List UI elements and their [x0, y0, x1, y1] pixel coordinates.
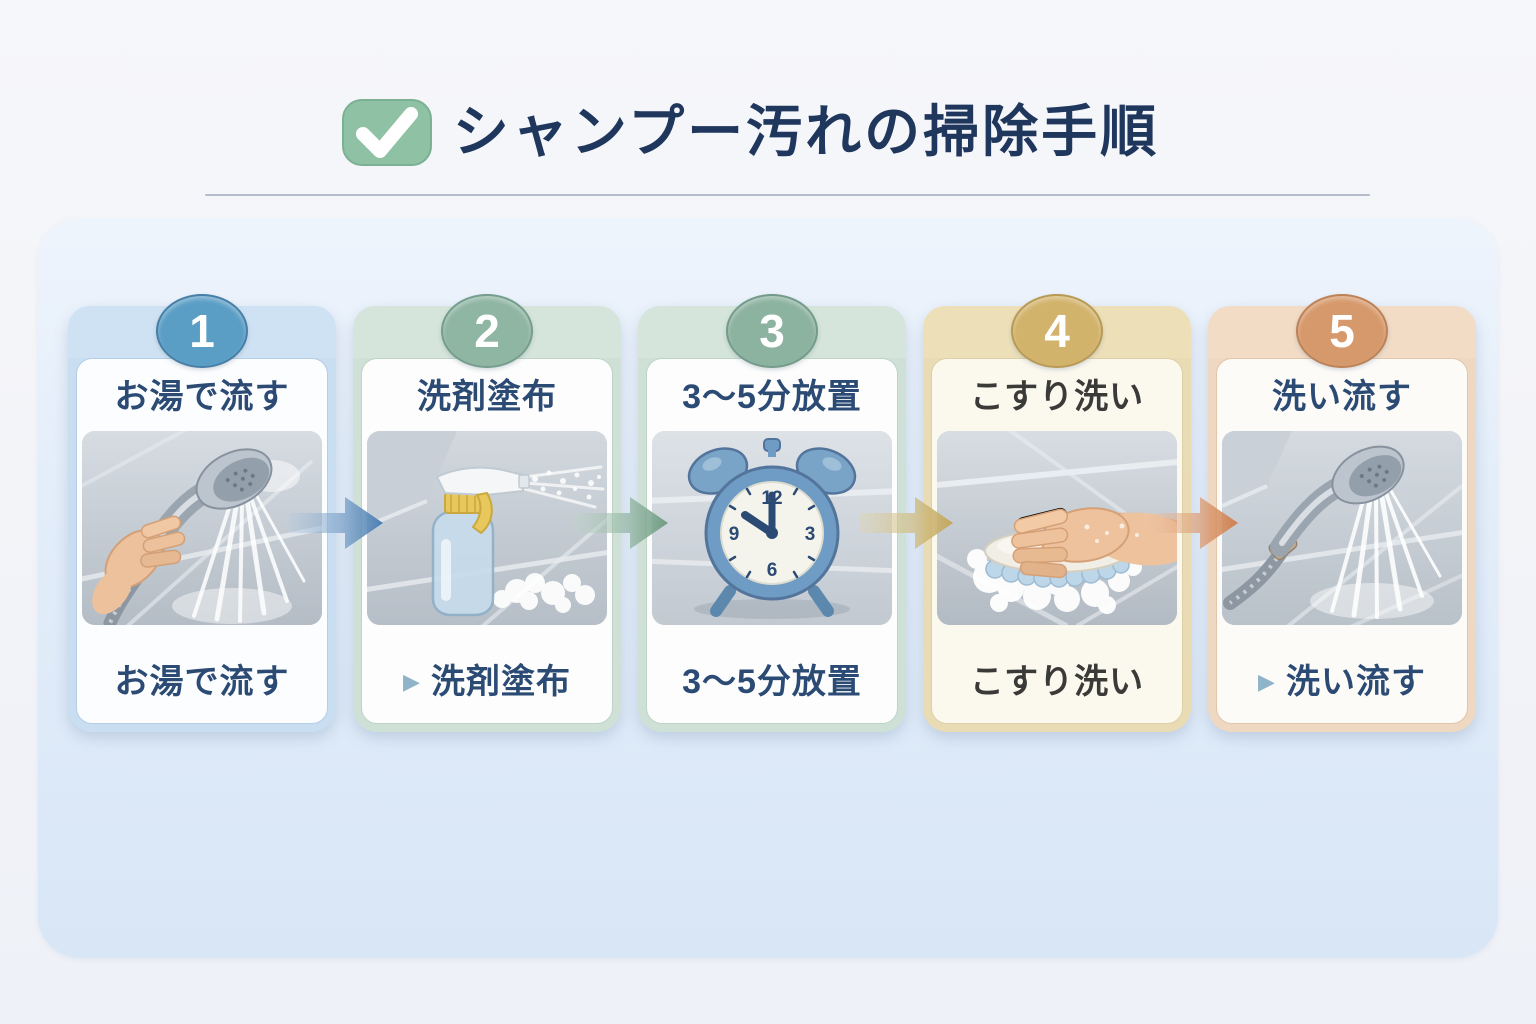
alarm-clock-illustration: 12 3 6 9	[652, 431, 892, 625]
step-4-caption: ▶こすり洗い	[969, 663, 1145, 701]
caption-bullet-icon: ▶	[403, 669, 421, 694]
step-1-title: お湯で流す	[114, 378, 290, 416]
step-5-number: 5	[1329, 305, 1355, 357]
title-divider	[205, 194, 1370, 196]
page-title: シャンプー汚れの掃除手順	[452, 100, 1160, 163]
checkmark-icon	[341, 97, 433, 167]
step-3-number: 3	[759, 305, 785, 357]
flow-arrow-1	[289, 495, 384, 551]
step-1-number: 1	[189, 305, 215, 357]
step-5-number-badge: 5	[1296, 294, 1388, 368]
step-1-number-badge: 1	[156, 294, 248, 368]
step-3-title: 3〜5分放置	[682, 378, 862, 416]
step-4-number-badge: 4	[1011, 294, 1103, 368]
steps-panel: 1 お湯で流す	[38, 218, 1498, 958]
step-5-body: 洗い流す	[1216, 358, 1468, 724]
step-4-number: 4	[1044, 305, 1070, 357]
step-4-body: こすり洗い	[931, 358, 1183, 724]
step-card-4: 4 こすり洗い	[923, 294, 1191, 732]
step-2-number-badge: 2	[441, 294, 533, 368]
flow-arrow-3	[859, 495, 954, 551]
step-3-caption: ▶3〜5分放置	[682, 663, 862, 701]
step-card-5: 5 洗い流す	[1208, 294, 1476, 732]
page-header: シャンプー汚れの掃除手順	[0, 92, 1518, 172]
step-1-caption: ▶お湯で流す	[114, 663, 290, 701]
step-3-body: 3〜5分放置	[646, 358, 898, 724]
clock-number-6: 6	[767, 560, 778, 581]
scrub-brush-hand-illustration	[937, 431, 1177, 625]
flow-arrow-4	[1144, 495, 1239, 551]
clock-number-3: 3	[805, 524, 816, 545]
step-2-number: 2	[474, 305, 500, 357]
caption-bullet-icon: ▶	[1258, 669, 1276, 694]
step-2-title: 洗剤塗布	[417, 378, 557, 416]
shower-rinse-illustration	[1222, 431, 1462, 625]
step-5-caption: ▶洗い流す	[1258, 659, 1426, 705]
step-1-body: お湯で流す	[76, 358, 328, 724]
spray-bottle-illustration	[367, 431, 607, 625]
step-5-title: 洗い流す	[1272, 378, 1412, 416]
flow-arrow-2	[574, 495, 669, 551]
clock-number-9: 9	[729, 524, 740, 545]
step-2-body: 洗剤塗布	[361, 358, 613, 724]
step-3-number-badge: 3	[726, 294, 818, 368]
step-2-caption: ▶洗剤塗布	[403, 659, 571, 705]
step-card-3: 3 3〜5分放置	[638, 294, 906, 732]
shower-hand-illustration	[82, 431, 322, 625]
step-4-title: こすり洗い	[969, 378, 1145, 416]
